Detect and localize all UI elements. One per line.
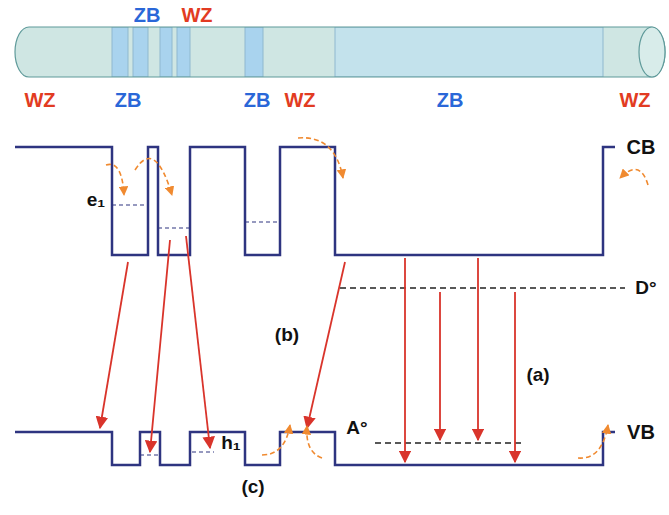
wire-end	[639, 27, 665, 77]
acceptor-level	[375, 442, 525, 443]
phase-label: ZB	[244, 89, 271, 111]
hole-level	[192, 451, 214, 452]
transition-label: (c)	[241, 477, 264, 498]
phase-label: WZ	[619, 89, 650, 111]
zb-segment	[160, 27, 172, 77]
transfer-arrow	[106, 164, 124, 195]
band-label: VB	[627, 421, 655, 443]
zb-segment	[112, 27, 128, 77]
zb-segment	[177, 27, 190, 77]
phase-label: ZB	[134, 4, 161, 26]
nanowire	[15, 27, 665, 77]
electron-level	[158, 227, 190, 228]
donor-level	[340, 287, 625, 288]
phase-label: ZB	[115, 89, 142, 111]
transfer-arrow	[298, 138, 343, 178]
transition-label: (a)	[526, 365, 549, 386]
transition-label: (b)	[275, 325, 299, 346]
conduction-band	[15, 147, 615, 255]
transition-arrow	[514, 292, 516, 462]
zb-segment	[335, 27, 603, 77]
phase-label: ZB	[437, 89, 464, 111]
transition-arrow	[186, 236, 210, 448]
electron-level	[112, 204, 148, 205]
transition-arrow	[307, 262, 345, 428]
phase-label: WZ	[24, 89, 55, 111]
phase-label: WZ	[284, 89, 315, 111]
level-label: e₁	[87, 190, 105, 211]
electron-level	[245, 221, 280, 222]
transition-arrow	[477, 258, 479, 440]
phase-label: WZ	[181, 4, 212, 26]
transition-arrow	[439, 292, 441, 440]
transition-arrow	[150, 240, 170, 452]
transfer-arrow	[262, 425, 290, 455]
wz-segment	[15, 27, 665, 77]
wire-outline	[15, 27, 665, 77]
hole-level	[140, 454, 160, 455]
transfer-arrow	[578, 425, 608, 458]
level-label: A°	[346, 418, 367, 439]
transition-arrow	[404, 258, 406, 462]
level-label: D°	[635, 278, 656, 299]
zb-segment	[133, 27, 148, 77]
level-label: h₁	[221, 433, 240, 454]
transfer-arrow	[307, 426, 322, 458]
zb-segment	[245, 27, 263, 77]
transition-arrow	[100, 262, 128, 428]
transfer-arrow	[620, 169, 648, 185]
transfer-arrow	[135, 158, 172, 195]
valence-band	[15, 432, 615, 465]
band-label: CB	[627, 136, 656, 158]
